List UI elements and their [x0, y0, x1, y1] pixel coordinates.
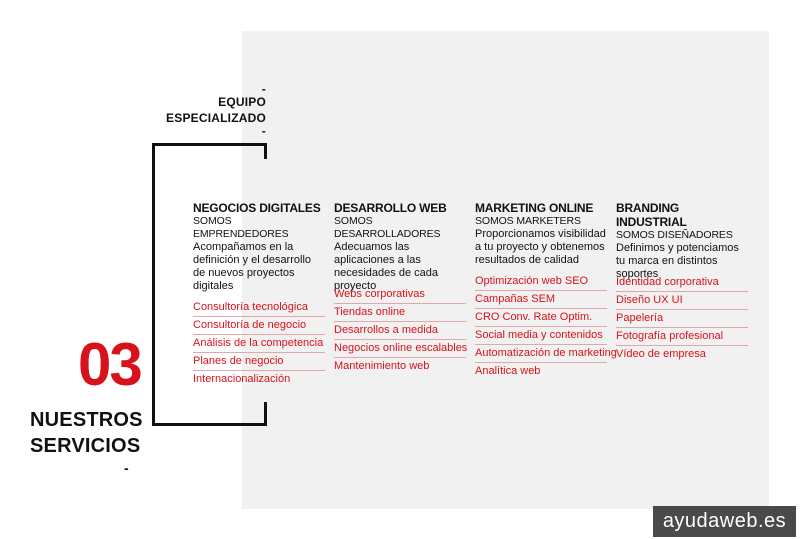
column-title: BRANDING INDUSTRIAL — [616, 201, 687, 229]
services-panel — [242, 31, 769, 509]
column-subtitle: SOMOS DESARROLLADORES — [334, 215, 441, 240]
column-description: Adecuamos las aplicaciones a las necesid… — [334, 241, 438, 292]
service-link[interactable]: Planes de negocio — [193, 353, 325, 371]
service-link[interactable]: Automatización de marketing — [475, 345, 617, 363]
column-title: MARKETING ONLINE — [475, 201, 594, 215]
column-description: Acompañamos en la definición y el desarr… — [193, 241, 312, 292]
column-subtitle: SOMOS EMPRENDEDORES — [193, 215, 289, 240]
service-link[interactable]: Diseño UX UI — [616, 292, 748, 310]
service-link[interactable]: Mantenimiento web — [334, 360, 430, 372]
column-negocios-digitales: NEGOCIOS DIGITALES SOMOS EMPRENDEDORES A… — [193, 201, 325, 388]
column-description: Proporcionamos visibilidad a tu proyecto… — [475, 228, 606, 266]
service-link[interactable]: Vídeo de empresa — [616, 348, 706, 360]
team-dash-bottom: - — [261, 124, 266, 138]
section-number: 03 — [78, 331, 143, 398]
service-link[interactable]: CRO Conv. Rate Optim. — [475, 309, 607, 327]
column-desarrollo-web: DESARROLLO WEB SOMOS DESARROLLADORES Ade… — [334, 201, 467, 375]
service-link[interactable]: Papelería — [616, 310, 748, 328]
service-link[interactable]: Tiendas online — [334, 304, 466, 322]
services-title-line2: SERVICIOS — [30, 435, 141, 457]
column-title: NEGOCIOS DIGITALES — [193, 201, 321, 215]
service-link[interactable]: Desarrollos a medida — [334, 322, 466, 340]
service-link[interactable]: Optimización web SEO — [475, 273, 607, 291]
services-dash: - — [124, 460, 129, 476]
bracket-tick-bottom — [264, 402, 267, 426]
bracket-tick-top — [264, 143, 267, 159]
column-marketing-online: MARKETING ONLINE SOMOS MARKETERS Proporc… — [475, 201, 617, 380]
service-link[interactable]: Analítica web — [475, 365, 541, 377]
service-link[interactable]: Internacionalización — [193, 373, 291, 385]
service-link[interactable]: Identidad corporativa — [616, 274, 748, 292]
services-title-line1: NUESTROS — [30, 409, 143, 431]
team-label-line2: ESPECIALIZADO — [166, 111, 266, 125]
column-title: DESARROLLO WEB — [334, 201, 447, 215]
team-dash-top: - — [261, 82, 266, 96]
service-link[interactable]: Análisis de la competencia — [193, 335, 325, 353]
column-description: Definimos y potenciamos tu marca en dist… — [616, 242, 739, 280]
service-link[interactable]: Negocios online escalables — [334, 340, 467, 358]
service-link[interactable]: Fotografía profesional — [616, 328, 748, 346]
service-link[interactable]: Webs corporativas — [334, 286, 466, 304]
service-link[interactable]: Consultoría tecnológica — [193, 299, 325, 317]
service-link[interactable]: Social media y contenidos — [475, 327, 607, 345]
watermark: ayudaweb.es — [653, 506, 796, 537]
services-title: NUESTROS SERVICIOS — [30, 407, 143, 459]
column-branding-industrial: BRANDING INDUSTRIAL SOMOS DISEÑADORES De… — [616, 201, 748, 363]
service-link[interactable]: Campañas SEM — [475, 291, 607, 309]
team-label-line1: EQUIPO — [218, 95, 266, 109]
bracket-frame — [152, 143, 264, 426]
column-subtitle: SOMOS MARKETERS — [475, 215, 581, 227]
column-subtitle: SOMOS DISEÑADORES — [616, 229, 733, 241]
team-label: - EQUIPO ESPECIALIZADO - — [166, 82, 266, 138]
service-link[interactable]: Consultoría de negocio — [193, 317, 325, 335]
